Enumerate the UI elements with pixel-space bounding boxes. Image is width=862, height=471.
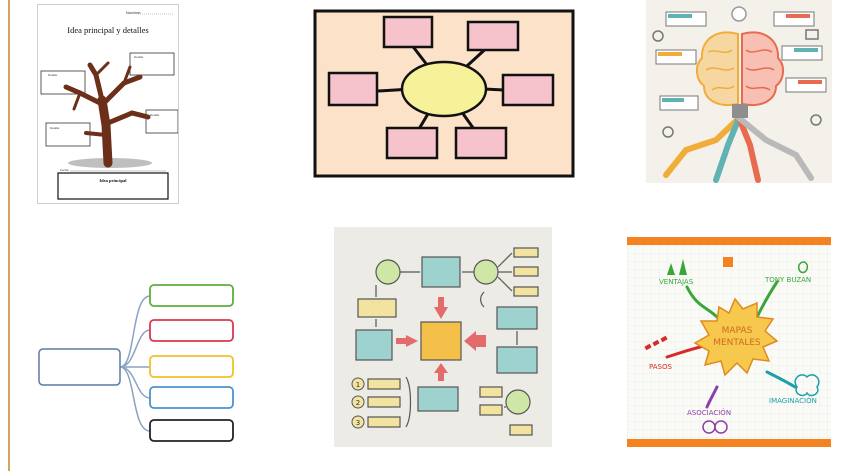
name-field-label: Nombre: bbox=[126, 10, 141, 15]
mapas-line1: MAPAS bbox=[722, 326, 753, 336]
branch-box-blue bbox=[149, 386, 234, 409]
imaginacion-label: IMAGINACIÓN bbox=[769, 396, 817, 405]
thumbnail-tree-worksheet[interactable]: Nombre: Idea principal y detalles Detall… bbox=[37, 4, 179, 204]
bubble-map-image bbox=[313, 9, 575, 178]
thumbnail-branch-outline[interactable] bbox=[36, 277, 241, 447]
tony-buzan-label: TONY BUZAN bbox=[764, 276, 811, 284]
detail-box-4 bbox=[145, 109, 178, 134]
tree-trunk bbox=[63, 61, 151, 168]
step-number-1: 1 bbox=[356, 381, 360, 389]
detail-box-2 bbox=[129, 52, 175, 76]
bubble-box-bottom-left bbox=[385, 126, 439, 160]
bubble-box-left bbox=[327, 71, 379, 107]
mapas-center-starburst bbox=[693, 297, 779, 377]
branch-box-black bbox=[149, 419, 234, 442]
pasos-label: PASOS bbox=[649, 363, 673, 371]
flowchart-image: 1 2 3 bbox=[334, 227, 552, 447]
bubble-center bbox=[400, 60, 488, 118]
branch-box-yellow bbox=[149, 355, 234, 378]
branch-box-red bbox=[149, 319, 234, 342]
worksheet-title: Idea principal y detalles bbox=[67, 25, 148, 35]
svg-text:Fecha:: Fecha: bbox=[60, 168, 69, 172]
bubble-box-top-left bbox=[382, 15, 434, 49]
poster-bottom-bar bbox=[627, 439, 831, 447]
mapas-mentales-image: MAPAS MENTALES VENTAJAS TONY BUZAN PASOS… bbox=[627, 237, 831, 447]
svg-text:Detalle: Detalle bbox=[150, 113, 160, 117]
flowchart-center-box bbox=[420, 321, 462, 361]
thumbnail-hand-drawn-flowchart[interactable]: 1 2 3 bbox=[334, 227, 552, 447]
step-number-2: 2 bbox=[356, 399, 360, 407]
svg-text:Detalle: Detalle bbox=[50, 126, 60, 130]
tree-worksheet-image: Nombre: Idea principal y detalles Detall… bbox=[40, 10, 178, 200]
poster-top-bar bbox=[627, 237, 831, 245]
mapas-line2: MENTALES bbox=[713, 338, 761, 348]
bubble-box-top-right bbox=[466, 20, 520, 52]
brain-infographic-image bbox=[646, 0, 832, 183]
thumbnail-brain-infographic[interactable] bbox=[646, 0, 832, 183]
thumbnail-mapas-mentales[interactable]: MAPAS MENTALES VENTAJAS TONY BUZAN PASOS… bbox=[627, 237, 831, 447]
branch-box-green bbox=[149, 284, 234, 307]
ventajas-label: VENTAJAS bbox=[659, 278, 694, 286]
thumbnail-bubble-map[interactable] bbox=[313, 9, 575, 178]
bulb-base bbox=[732, 104, 748, 118]
main-idea-box bbox=[57, 172, 169, 200]
step-number-3: 3 bbox=[356, 419, 360, 427]
svg-text:Detalle: Detalle bbox=[134, 55, 144, 59]
svg-text:Detalle: Detalle bbox=[48, 73, 58, 77]
lightbulb-icon bbox=[731, 6, 747, 22]
bubble-box-bottom-right bbox=[454, 126, 508, 160]
branch-main-box bbox=[38, 348, 121, 386]
main-idea-label: Idea principal bbox=[99, 178, 127, 183]
left-border-rule bbox=[8, 0, 10, 471]
branch-outline-image bbox=[38, 284, 234, 442]
bubble-box-right bbox=[501, 73, 555, 107]
asociacion-label: ASOCIACIÓN bbox=[687, 408, 731, 417]
